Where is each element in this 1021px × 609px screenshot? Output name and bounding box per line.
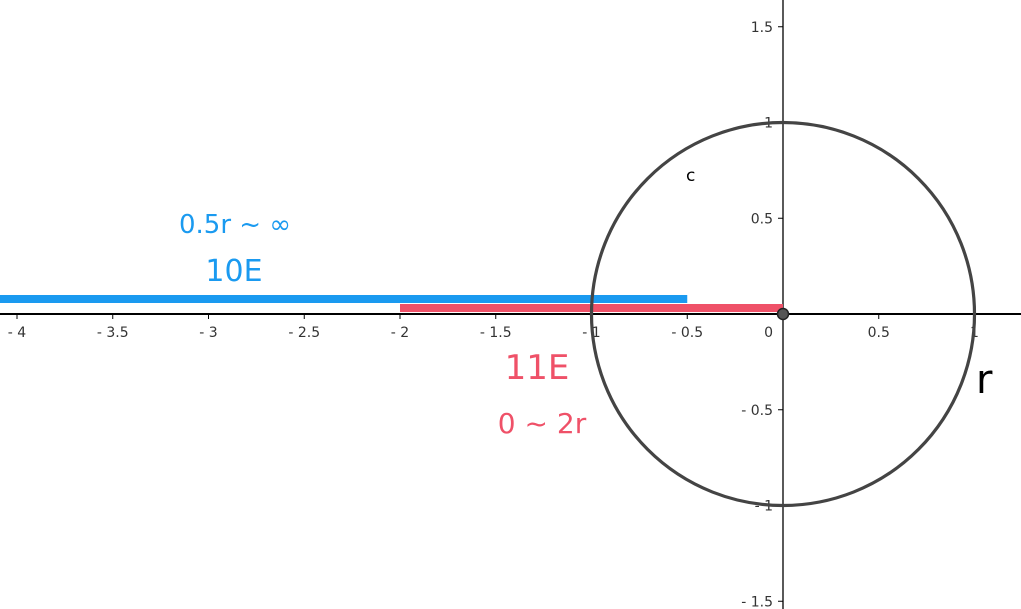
x-tick-label: 0.5 xyxy=(868,325,890,341)
circle-label: c xyxy=(686,166,695,186)
y-tick-label: 0.5 xyxy=(751,211,773,227)
red-name-label: 11E xyxy=(505,348,570,388)
blue-name-label: 10E xyxy=(205,254,262,289)
origin-point[interactable] xyxy=(776,307,790,321)
y-tick-label: - 1.5 xyxy=(741,594,773,609)
x-tick-label: - 1.5 xyxy=(480,325,512,341)
x-tick-label: - 2 xyxy=(391,325,409,341)
x-tick-label: - 3.5 xyxy=(97,325,129,341)
y-tick-label: - 0.5 xyxy=(741,403,773,419)
x-tick-label: - 0.5 xyxy=(671,325,703,341)
x-axis-name: r xyxy=(976,357,993,403)
y-tick-label: 1.5 xyxy=(751,20,773,36)
x-tick-label: - 2.5 xyxy=(288,325,320,341)
x-tick-label: - 4 xyxy=(8,325,27,341)
circle-c[interactable] xyxy=(589,120,977,508)
segments xyxy=(0,295,783,312)
blue-range-label: 0.5r ~ ∞ xyxy=(179,210,291,240)
x-tick-label: 0 xyxy=(764,325,773,341)
x-tick-label: - 3 xyxy=(199,325,217,341)
red-range-label: 0 ~ 2r xyxy=(498,407,587,440)
